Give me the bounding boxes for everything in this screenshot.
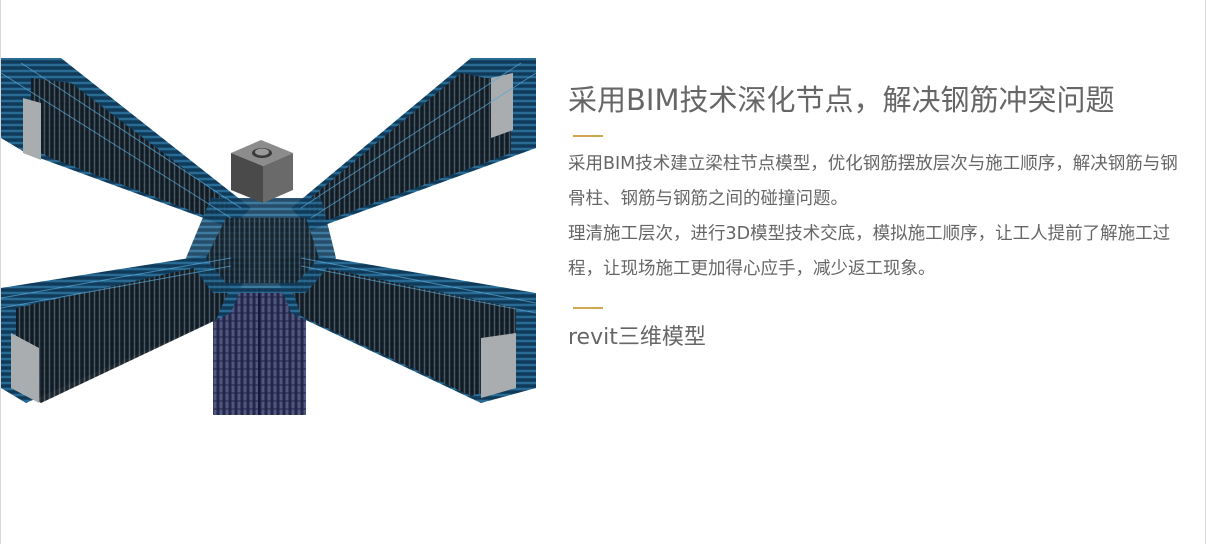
description-paragraph: 采用BIM技术建立梁柱节点模型，优化钢筋摆放层次与施工顺序，解决钢筋与钢骨柱、钢… bbox=[568, 154, 1178, 209]
section-title: 采用BIM技术深化节点，解决钢筋冲突问题 bbox=[568, 83, 1115, 117]
description-paragraph: 理清施工层次，进行3D模型技术交底，模拟施工顺序，让工人提前了解施工过程，让现场… bbox=[568, 224, 1171, 279]
figure-caption: revit三维模型 bbox=[568, 325, 706, 350]
description: 采用BIM技术建立梁柱节点模型，优化钢筋摆放层次与施工顺序，解决钢筋与钢骨柱、钢… bbox=[568, 147, 1188, 287]
bim-rebar-joint-illustration bbox=[1, 58, 536, 415]
accent-divider bbox=[573, 307, 603, 309]
page-left-border bbox=[0, 0, 1, 544]
bim-model-figure bbox=[1, 58, 536, 415]
accent-divider bbox=[573, 135, 603, 137]
text-panel: 采用BIM技术深化节点，解决钢筋冲突问题 采用BIM技术建立梁柱节点模型，优化钢… bbox=[568, 80, 1198, 353]
